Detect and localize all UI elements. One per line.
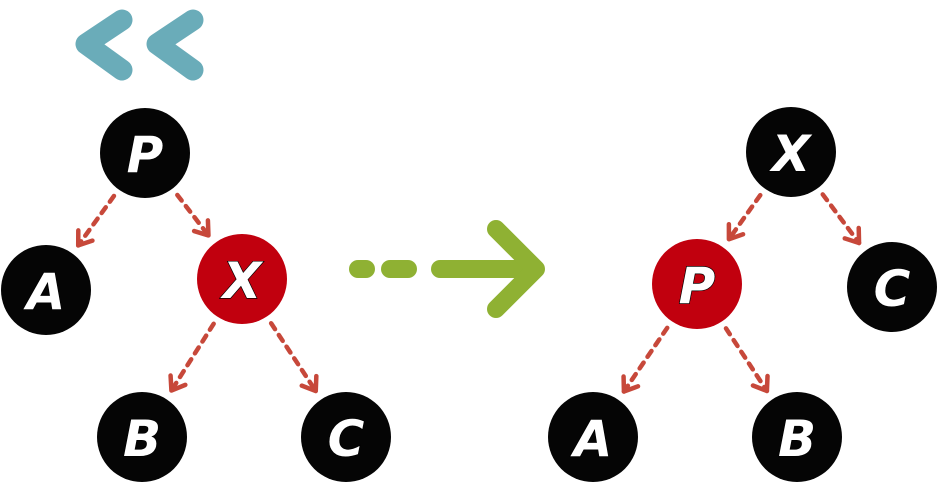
node-label: B	[778, 410, 816, 468]
node-label: C	[874, 260, 911, 318]
tree-edge-x-c	[820, 192, 862, 246]
node-circle	[752, 392, 842, 482]
node-label: B	[123, 410, 161, 468]
edge-line	[268, 321, 319, 394]
edge-line	[169, 321, 216, 393]
tree-node-b: BB	[752, 392, 842, 482]
node-circle	[1, 245, 91, 335]
tree-node-x: XX	[197, 234, 287, 324]
tree-edge-p-x	[175, 192, 211, 238]
edge-line	[726, 192, 763, 242]
dotted-arrow-right-icon	[349, 220, 545, 318]
chevron-left-icon-inner	[146, 9, 204, 81]
tree-node-c: CC	[847, 242, 937, 332]
node-label: P	[127, 126, 164, 184]
edge-arrowhead-icon	[750, 373, 770, 394]
node-circle	[746, 107, 836, 197]
edge-arrowhead-icon	[621, 374, 641, 394]
tree-node-x: XX	[746, 107, 836, 197]
arrow-head-icon	[487, 220, 545, 318]
edge-arrowhead-icon	[168, 373, 188, 393]
tree-node-a: AA	[548, 392, 638, 482]
edge-arrowhead-icon	[299, 373, 319, 394]
edge-line	[723, 326, 770, 394]
node-circle	[548, 392, 638, 482]
edge-arrowhead-icon	[191, 218, 211, 238]
tree-edge-p-a	[621, 325, 670, 394]
node-circle	[100, 108, 190, 198]
double-chevron-left-icon[interactable]	[75, 9, 204, 81]
node-label: A	[23, 263, 66, 321]
node-label-texture: A	[23, 263, 66, 321]
tree-edge-x-b	[168, 321, 216, 393]
edge-line	[75, 193, 117, 248]
tree-node-b: BB	[97, 392, 187, 482]
edge-line	[820, 192, 862, 246]
node-circle	[652, 239, 742, 329]
edge-line	[621, 325, 670, 394]
tree-node-a: AA	[1, 245, 91, 335]
edge-arrowhead-icon	[75, 228, 95, 248]
node-circle	[197, 234, 287, 324]
node-label: P	[679, 257, 716, 315]
node-label-texture: P	[679, 257, 716, 315]
node-circle	[847, 242, 937, 332]
tree-node-p: PP	[100, 108, 190, 198]
node-label-texture: B	[778, 410, 816, 468]
chevron-left-icon-outer	[75, 9, 133, 81]
edge-arrowhead-icon	[726, 221, 746, 242]
node-label-texture: A	[570, 410, 613, 468]
node-label-texture: C	[328, 410, 365, 468]
node-label-texture: X	[220, 252, 264, 310]
node-label: X	[220, 252, 264, 310]
tree-edge-x-p	[726, 192, 763, 242]
tree-edge-x-c	[268, 321, 319, 394]
node-label: A	[570, 410, 613, 468]
after-tree-edges	[621, 192, 862, 394]
node-label-texture: X	[769, 125, 813, 183]
node-label-texture: C	[874, 260, 911, 318]
node-label: X	[769, 125, 813, 183]
edge-line	[175, 192, 211, 238]
before-tree-edges	[75, 192, 319, 394]
node-circle	[301, 392, 391, 482]
tree-node-p: PP	[652, 239, 742, 329]
tree-edge-p-a	[75, 193, 117, 248]
node-circle	[97, 392, 187, 482]
tree-node-c: CC	[301, 392, 391, 482]
edge-arrowhead-icon	[842, 225, 862, 246]
node-label-texture: B	[123, 410, 161, 468]
node-label-texture: P	[127, 126, 164, 184]
tree-edge-p-b	[723, 326, 770, 394]
node-label: C	[328, 410, 365, 468]
